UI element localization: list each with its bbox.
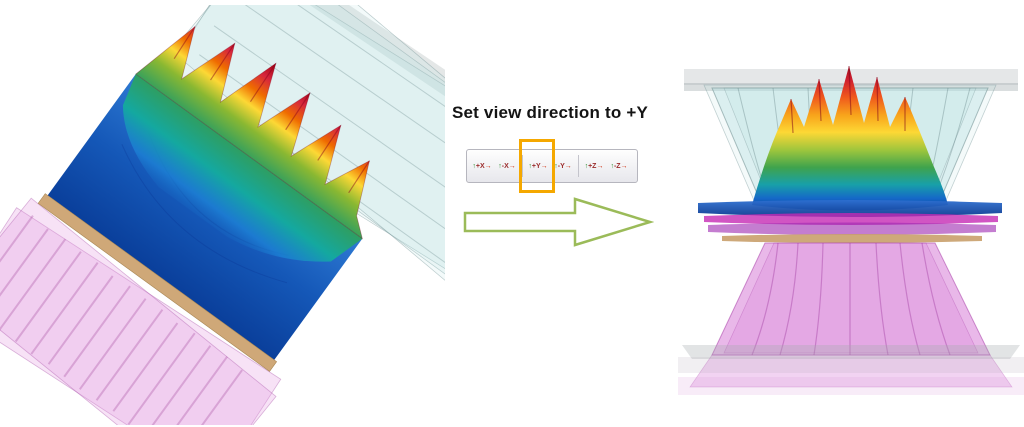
view-direction-button-minus-x[interactable]: ↑ -X →	[495, 153, 519, 179]
button-label: +X	[475, 162, 485, 170]
axis-up-arrow-icon: ↑	[584, 162, 589, 170]
button-label: -Y	[557, 162, 565, 170]
view-direction-button-plus-x[interactable]: ↑ +X →	[470, 153, 494, 179]
purple-band	[708, 222, 996, 235]
tan-edge	[37, 193, 278, 372]
peak-ridge-lines	[173, 26, 370, 194]
tan-plane-edge	[722, 234, 982, 243]
axis-right-arrow-icon: →	[620, 162, 628, 170]
toolbar-separator	[578, 155, 579, 177]
view-direction-button-minus-y[interactable]: ↑ -Y →	[551, 153, 575, 179]
magenta-band	[704, 213, 998, 225]
axis-right-arrow-icon: →	[540, 162, 548, 170]
contour-line	[121, 144, 288, 284]
axis-right-arrow-icon: →	[484, 162, 492, 170]
pink-sheet-fan	[0, 197, 282, 425]
peak-ridge-lines	[790, 65, 906, 134]
axis-up-arrow-icon: ↑	[554, 162, 558, 170]
left-3d-view	[0, 5, 445, 425]
axis-up-arrow-icon: ↑	[498, 162, 502, 170]
right-3d-view	[678, 65, 1024, 395]
axis-up-arrow-icon: ↑	[610, 162, 614, 170]
rainbow-mountain	[752, 65, 948, 211]
gray-sheet	[291, 5, 445, 205]
instruction-text: Set view direction to +Y	[451, 103, 649, 122]
rainbow-skirt	[122, 74, 363, 262]
teal-sheet-fan	[156, 5, 445, 335]
view-direction-button-minus-z[interactable]: ↑ -Z →	[607, 153, 631, 179]
button-label: -Z	[613, 162, 621, 170]
axis-up-arrow-icon: ↑	[472, 162, 476, 170]
button-label: +Z	[588, 162, 597, 170]
axis-right-arrow-icon: →	[596, 162, 604, 170]
axis-right-arrow-icon: →	[508, 162, 516, 170]
view-direction-toolbar: ↑ +X → ↑ -X → ↑ +Y → ↑ -Y → ↑ +Z → ↑ -Z	[466, 149, 638, 183]
right-arrow-icon	[463, 197, 654, 247]
magenta-funnel	[689, 242, 1013, 388]
button-label: +Y	[531, 162, 541, 170]
toolbar-separator	[522, 155, 523, 177]
view-direction-button-plus-y[interactable]: ↑ +Y →	[526, 153, 550, 179]
axis-up-arrow-icon: ↑	[528, 162, 532, 170]
blue-plane-edge	[698, 200, 1002, 217]
axis-right-arrow-icon: →	[564, 162, 572, 170]
button-label: -X	[501, 162, 509, 170]
rainbow-peaks	[135, 25, 370, 240]
bottom-gray-plane	[678, 345, 1024, 395]
view-direction-button-plus-z[interactable]: ↑ +Z →	[582, 153, 606, 179]
